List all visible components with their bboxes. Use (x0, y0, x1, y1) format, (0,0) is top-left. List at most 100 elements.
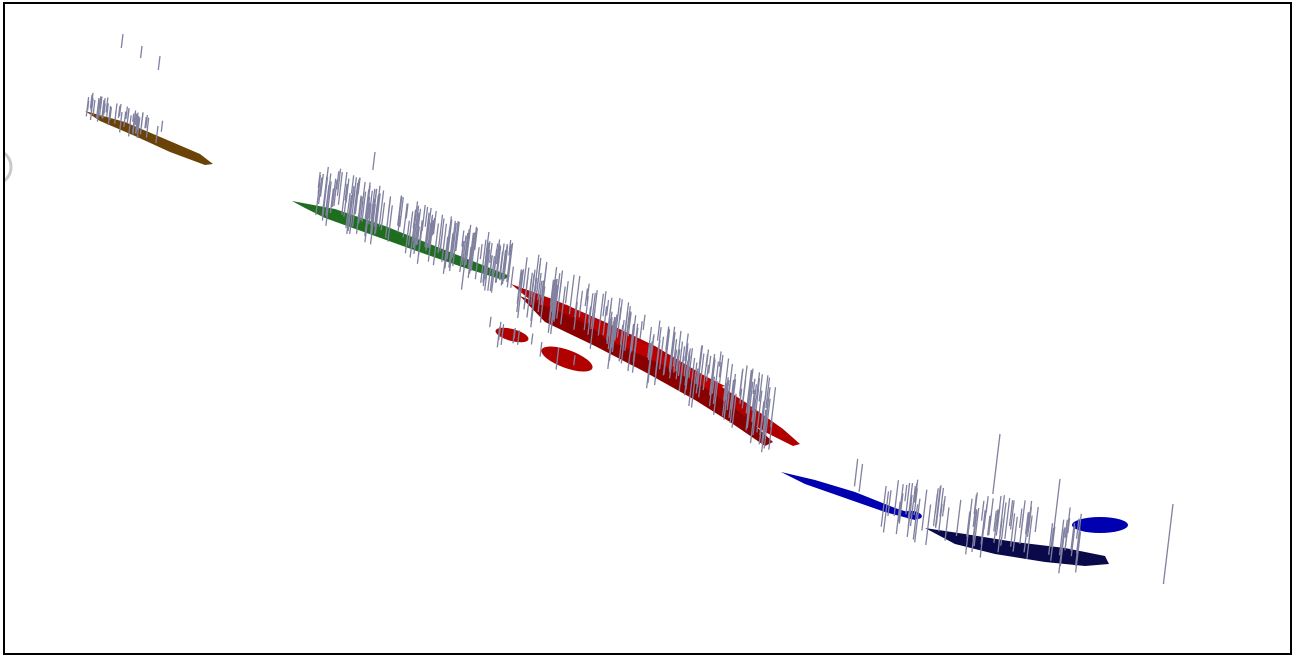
drillhole-trace (683, 347, 689, 377)
3d-viewport[interactable] (3, 2, 1292, 655)
drillhole-trace (906, 503, 912, 537)
drillhole-trace (1024, 512, 1029, 535)
drillhole-trace (465, 224, 472, 266)
drillhole-trace (1048, 523, 1054, 555)
drillhole-trace (673, 349, 678, 373)
drillhole-trace (723, 379, 730, 415)
drillhole-trace (132, 110, 137, 129)
drillhole-trace (746, 408, 750, 426)
drillhole-trace (155, 125, 159, 144)
drillhole-trace (658, 336, 665, 370)
orebody-brown[interactable] (85, 111, 213, 165)
drillhole-trace (384, 199, 391, 239)
drillhole-trace (739, 370, 744, 395)
drillhole-trace (709, 354, 716, 396)
drillhole-trace (92, 99, 96, 116)
drillhole-trace (586, 283, 590, 301)
rotate-handle-icon[interactable] (3, 149, 25, 185)
drillhole-trace (1008, 500, 1014, 527)
drillhole-trace (498, 328, 501, 340)
drillhole-trace (333, 180, 338, 207)
drillhole-trace (718, 354, 724, 383)
drillhole-trace (144, 116, 147, 129)
drillhole-trace (341, 172, 348, 215)
drillhole-trace (1009, 500, 1015, 530)
drillhole-trace (602, 306, 608, 336)
drillhole-trace (89, 94, 93, 109)
drillhole-trace (698, 346, 703, 365)
drillhole-trace (1064, 519, 1068, 538)
drillhole-trace (445, 237, 450, 258)
scene-canvas[interactable] (5, 4, 1292, 655)
drillhole-trace (688, 348, 694, 378)
drillhole-trace (1059, 527, 1066, 567)
drillhole-trace (1074, 531, 1082, 573)
drillhole-trace (354, 177, 361, 215)
drillhole-trace (752, 388, 760, 436)
drillhole-trace (552, 284, 559, 320)
drillhole-trace (1058, 519, 1065, 556)
drillhole-trace (139, 45, 143, 59)
drillhole-trace (895, 501, 901, 535)
orebody-red-lens[interactable] (494, 325, 530, 345)
drillhole-trace (350, 175, 355, 194)
drillhole-trace (537, 272, 542, 300)
drillhole-trace (474, 247, 480, 280)
drillhole-trace (489, 242, 493, 263)
drillhole-trace (584, 288, 589, 307)
drillhole-trace (351, 182, 359, 227)
drillhole-trace (424, 206, 429, 227)
drillhole-trace (887, 490, 892, 517)
drillhole-trace (587, 306, 592, 323)
drillhole-trace (412, 223, 417, 249)
drillhole-trace (132, 113, 135, 122)
drillhole-trace (1004, 498, 1011, 539)
drillhole-trace (336, 168, 342, 196)
drillhole-trace (380, 202, 386, 231)
drillhole-trace (513, 327, 516, 339)
drillhole-trace (668, 339, 675, 379)
drillhole-trace (470, 226, 478, 271)
drillhole-trace (858, 463, 864, 492)
orebody-blue-lens[interactable] (1072, 517, 1128, 533)
drillhole-trace (685, 348, 691, 380)
drillhole-trace (502, 250, 508, 281)
drillhole-trace (95, 97, 100, 119)
drillhole-trace (1162, 503, 1174, 585)
drillhole-trace (452, 221, 459, 267)
drillhole-trace (574, 275, 581, 318)
drillhole-trace (751, 389, 756, 411)
drillhole-trace (989, 498, 994, 525)
drillhole-trace (506, 242, 514, 288)
drillhole-trace (614, 297, 621, 341)
orebody-navy[interactable] (925, 528, 1109, 566)
drillhole-trace (624, 312, 631, 351)
drillhole-trace (105, 97, 109, 113)
drillhole-trace (972, 492, 978, 527)
drillhole-trace (758, 374, 764, 402)
drillhole-trace (432, 211, 437, 235)
orebody-red-lens[interactable] (539, 341, 596, 376)
drillhole-trace (751, 384, 758, 422)
drillhole-trace (107, 105, 112, 126)
drillhole-trace (489, 256, 496, 291)
orebody-red[interactable] (520, 296, 773, 446)
drillhole-trace (913, 488, 918, 516)
drillhole-trace (540, 280, 545, 298)
drillhole-trace (352, 177, 358, 203)
drillhole-trace (1070, 526, 1075, 551)
orebody-blue[interactable] (781, 472, 920, 520)
drillhole-trace (125, 106, 129, 120)
drillhole-trace (1051, 478, 1061, 545)
drillhole-trace (134, 113, 138, 125)
drillhole-trace (705, 364, 710, 382)
drillhole-trace (986, 515, 991, 536)
drillhole-trace (465, 229, 470, 256)
drillhole-trace (662, 328, 670, 376)
drillhole-trace (145, 115, 149, 129)
drillhole-trace (632, 315, 637, 339)
drillhole-trace (357, 196, 363, 224)
drillhole-trace (966, 511, 971, 537)
drillhole-trace (528, 278, 533, 299)
drillhole-trace (722, 358, 730, 401)
